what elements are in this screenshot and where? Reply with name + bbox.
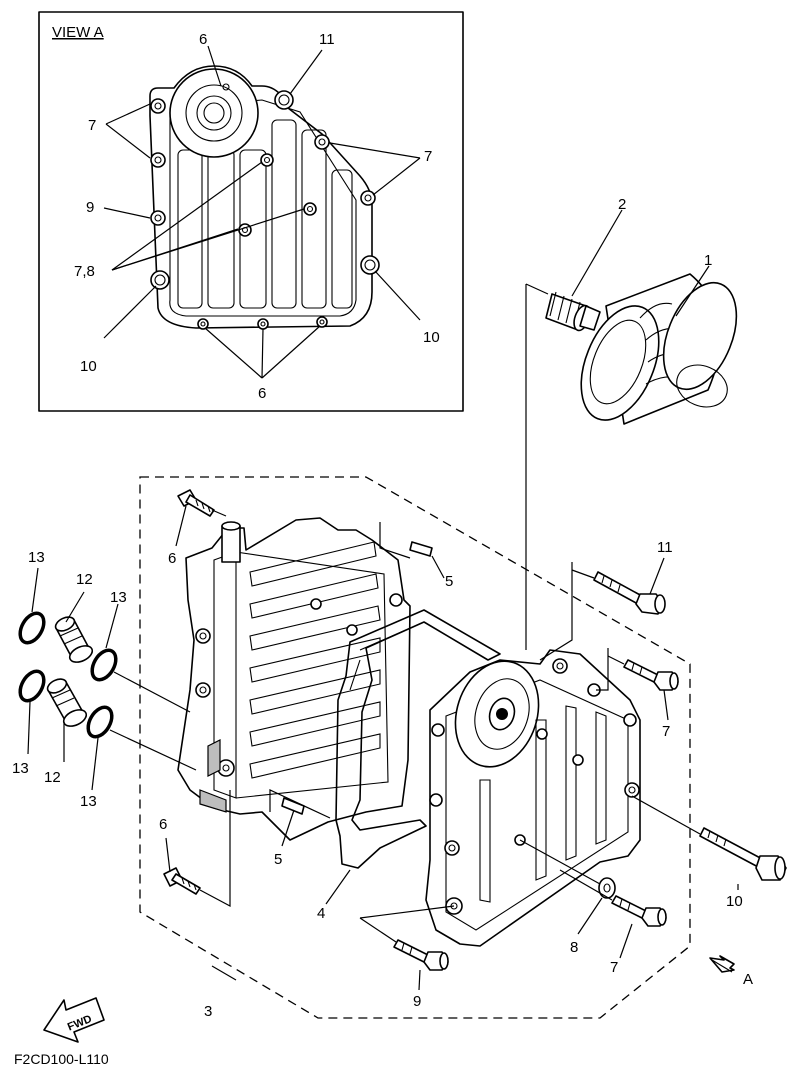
view-a-inset: VIEW A: [38, 11, 464, 412]
o-ring-13-a: [18, 611, 46, 645]
gasket: [335, 609, 501, 869]
callout-5: 5: [274, 851, 282, 868]
o-ring-13-d: [86, 705, 114, 739]
callout-6: 6: [159, 816, 167, 833]
callout-leader-lines: [27, 209, 739, 991]
callout-10: 10: [423, 329, 440, 346]
bolt-7-lower: [611, 895, 667, 927]
oil-filter-cover-right: [425, 649, 641, 947]
oil-filter-union-fitting: [545, 291, 601, 332]
view-a-bolt-holes: [150, 90, 380, 330]
oil-filter: [580, 273, 738, 425]
bolt-10: [699, 827, 787, 881]
callout-13: 13: [80, 793, 97, 810]
callout-13: 13: [110, 589, 127, 606]
view-a-filter-boss: [169, 68, 259, 158]
callout-9: 9: [413, 993, 421, 1010]
callout-7: 7: [610, 959, 618, 976]
o-ring-13-c: [18, 669, 46, 703]
view-a-direction-arrow: [709, 955, 735, 973]
grommet-12-lower: [46, 678, 88, 727]
callout-7-8: 7,8: [74, 263, 95, 280]
dowel-pin-5-upper: [409, 541, 433, 557]
callout-6: 6: [258, 385, 266, 402]
callout-3: 3: [204, 1003, 212, 1020]
view-a-frame: [38, 11, 464, 412]
callout-7: 7: [88, 117, 96, 134]
view-a-title: VIEW A: [52, 24, 104, 41]
callout-10: 10: [80, 358, 97, 375]
callout-11: 11: [319, 31, 335, 48]
oil-filter-housing-left: [177, 517, 411, 841]
callout-4: 4: [317, 905, 325, 922]
bolt-6-lower: [163, 867, 201, 895]
callout-13: 13: [12, 760, 29, 777]
callout-10: 10: [726, 893, 743, 910]
callout-7: 7: [424, 148, 432, 165]
callout-1: 1: [704, 252, 712, 269]
callout-6: 6: [199, 31, 207, 48]
callout-5: 5: [445, 573, 453, 590]
callout-6: 6: [168, 550, 176, 567]
callout-12: 12: [44, 769, 61, 786]
callout-11: 11: [657, 539, 673, 556]
bolt-6-upper: [177, 489, 215, 517]
callout-12: 12: [76, 571, 93, 588]
callout-8: 8: [570, 939, 578, 956]
callout-9: 9: [86, 199, 94, 216]
callout-labels: 6 11 7 7 9 7,8 10 10 6 1 2 3 4 5 5 6 6 7…: [12, 31, 753, 1067]
fwd-arrow-icon: FWD: [43, 997, 105, 1043]
assembly-lines: [109, 509, 701, 943]
callout-2: 2: [618, 196, 626, 213]
o-ring-13-b: [90, 648, 118, 682]
bolt-9: [393, 939, 449, 971]
assembly-3-dashed-boundary: [139, 476, 691, 1019]
callout-7: 7: [662, 723, 670, 740]
diagram-code: F2CD100-L110: [14, 1051, 109, 1067]
washer-8: [598, 877, 616, 899]
grommet-12-upper: [54, 616, 94, 663]
bolt-7-upper: [623, 659, 679, 691]
bolt-11: [593, 571, 666, 615]
view-a-cover-plate: [149, 65, 380, 330]
callout-13: 13: [28, 549, 45, 566]
view-arrow-label: A: [743, 971, 753, 988]
view-a-leader-lines: [103, 45, 421, 379]
